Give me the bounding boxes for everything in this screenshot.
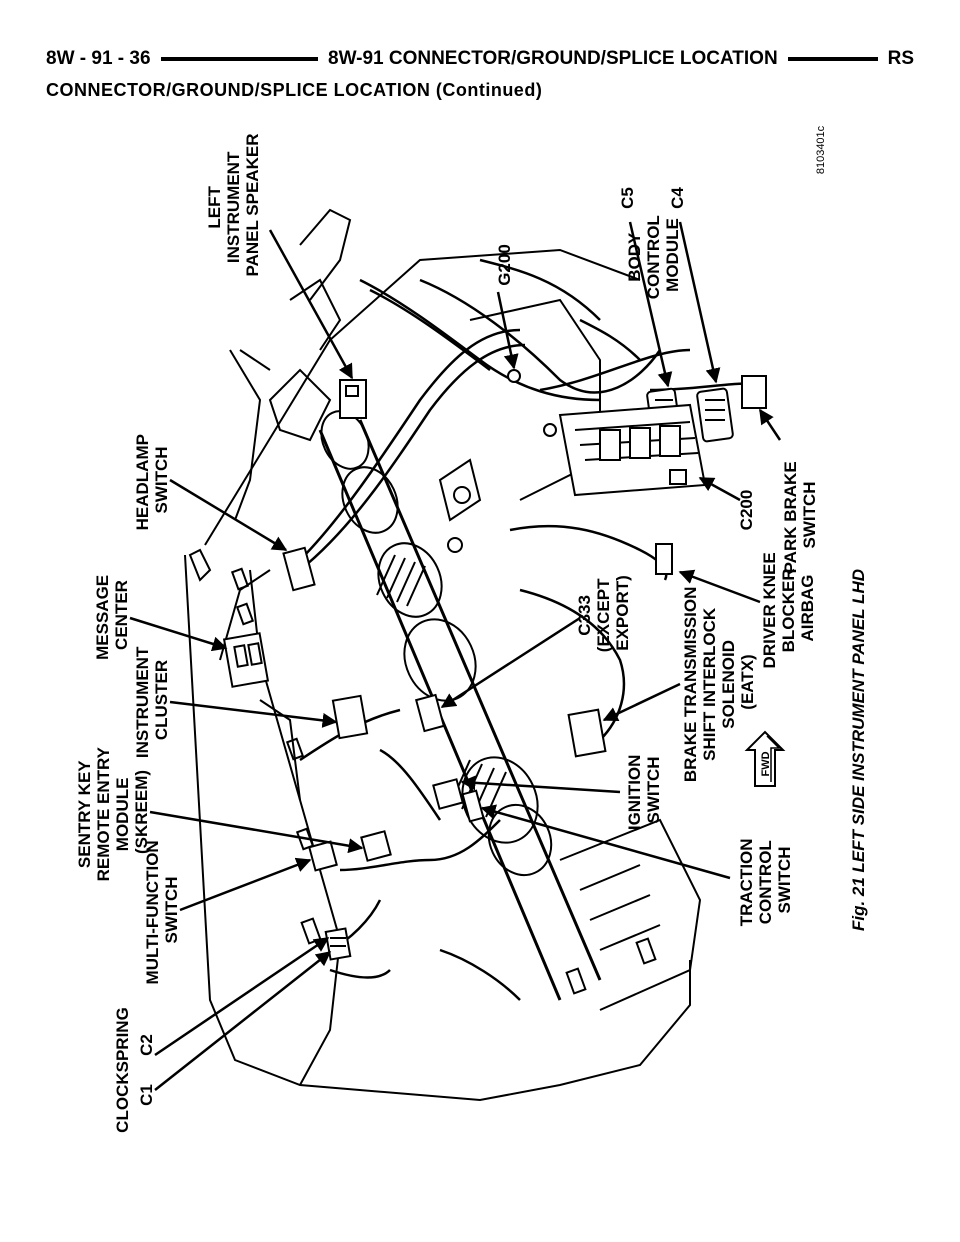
label-c5: C5 <box>618 187 637 209</box>
fwd-arrow-icon: FWD <box>744 730 786 787</box>
label-c333: C333 (EXCEPT EXPORT) <box>575 574 632 652</box>
leader-c200 <box>698 476 741 502</box>
page-number: 8W - 91 - 36 <box>46 44 161 74</box>
wiring-harness <box>299 258 761 1001</box>
leader-skreem <box>149 810 364 854</box>
leader-multifunction-switch <box>179 857 312 912</box>
connectors <box>222 369 767 961</box>
leader-headlamp-switch <box>169 478 288 552</box>
fwd-label: FWD <box>760 751 772 776</box>
panel-structure <box>184 208 702 1102</box>
label-left-instrument-panel-speaker: LEFT INSTRUMENT PANEL SPEAKER <box>205 134 262 277</box>
label-driver-knee-blocker-airbag: DRIVER KNEE BLOCKER AIRBAG <box>760 548 817 669</box>
leader-driver-knee-blocker <box>678 569 761 604</box>
instrument-panel-illustration: BODY CONTROL MODULE C5 C4 LEFT INSTRUMEN… <box>75 125 868 1133</box>
label-g200: G200 <box>495 244 514 286</box>
wiring-diagram: BODY CONTROL MODULE C5 C4 LEFT INSTRUMEN… <box>0 100 960 1242</box>
leader-c4 <box>678 221 721 384</box>
leader-instrument-cluster <box>169 700 338 728</box>
section-title: 8W-91 CONNECTOR/GROUND/SPLICE LOCATION <box>318 44 788 74</box>
label-ignition-switch: IGNITION SWITCH <box>625 750 663 830</box>
label-body-control-module: BODY CONTROL MODULE <box>625 211 682 299</box>
leader-c333 <box>440 616 581 709</box>
leader-c2 <box>154 936 330 1057</box>
leader-left-ip-speaker <box>268 229 354 380</box>
figure-caption: Fig. 21 LEFT SIDE INSTRUMENT PANEL LHD <box>849 569 868 931</box>
label-c4: C4 <box>668 187 687 209</box>
callout-labels: BODY CONTROL MODULE C5 C4 LEFT INSTRUMEN… <box>75 134 819 1133</box>
label-c1: C1 <box>137 1084 156 1106</box>
label-park-brake-switch: PARK BRAKE SWITCH <box>781 457 819 574</box>
continued-heading: CONNECTOR/GROUND/SPLICE LOCATION (Contin… <box>46 80 543 100</box>
leader-g200 <box>496 291 519 370</box>
label-instrument-cluster: INSTRUMENT CLUSTER <box>133 642 171 758</box>
leader-c5 <box>628 221 673 388</box>
leader-ignition-switch <box>460 775 621 794</box>
label-message-center: MESSAGE CENTER <box>93 570 131 660</box>
leader-c1 <box>154 951 332 1091</box>
label-skreem: SENTRY KEY REMOTE ENTRY MODULE (SKREEM) <box>75 743 151 882</box>
art-number: 8103401c <box>815 125 827 174</box>
label-clockspring: CLOCKSPRING <box>113 1007 132 1133</box>
label-c2: C2 <box>137 1034 156 1056</box>
label-traction-control-switch: TRACTION CONTROL SWITCH <box>737 834 794 927</box>
leader-message-center <box>129 616 228 652</box>
leader-lines <box>129 221 782 1091</box>
leader-btsi-solenoid <box>602 682 681 722</box>
label-c200: C200 <box>737 490 756 531</box>
label-multi-function-switch: MULTI-FUNCTION SWITCH <box>143 836 181 985</box>
page-header: 8W - 91 - 36 8W-91 CONNECTOR/GROUND/SPLI… <box>46 44 914 74</box>
label-headlamp-switch: HEADLAMP SWITCH <box>133 430 171 531</box>
model-code: RS <box>877 44 914 74</box>
leader-park-brake-switch <box>758 408 782 441</box>
label-brake-transmission-shift-interlock: BRAKE TRANSMISSION SHIFT INTERLOCK SOLEN… <box>681 582 757 782</box>
leader-traction-control-switch <box>480 804 731 880</box>
